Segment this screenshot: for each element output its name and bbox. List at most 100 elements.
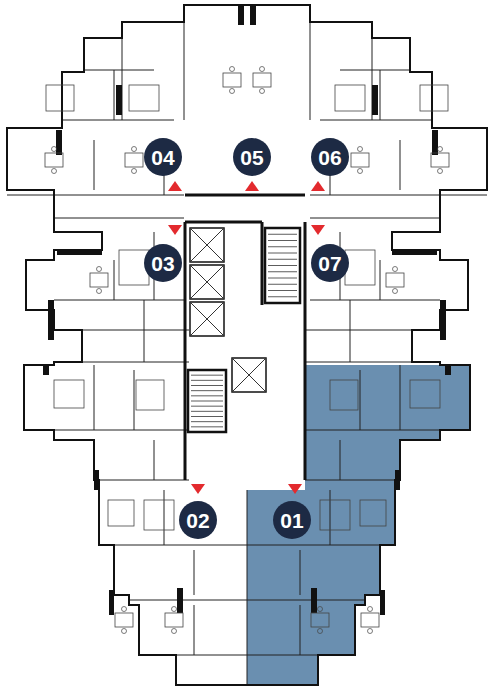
walls	[7, 22, 487, 685]
partition-wall	[247, 545, 395, 546]
table	[45, 153, 63, 167]
elevator	[190, 228, 224, 262]
partition-wall	[310, 300, 440, 301]
partition-wall	[144, 300, 145, 362]
chair	[132, 147, 137, 152]
wall-accent	[392, 250, 437, 255]
partition-wall	[94, 365, 95, 430]
callout-number: 07	[311, 244, 349, 282]
partition-wall	[300, 605, 301, 655]
partition-wall	[84, 70, 154, 71]
table	[90, 273, 108, 287]
partition-wall	[129, 600, 247, 601]
wall-accent	[57, 250, 102, 255]
wall-accent	[372, 85, 378, 115]
bed	[46, 85, 74, 111]
partition-wall	[54, 430, 189, 431]
wall-accent	[177, 588, 183, 613]
bed	[410, 380, 440, 408]
callout-label: 06	[318, 147, 341, 168]
partition-wall	[54, 218, 184, 219]
partition-wall	[400, 140, 401, 190]
partition-wall	[82, 330, 189, 331]
core	[185, 195, 305, 480]
wall-accent	[395, 470, 400, 490]
partition-wall	[305, 430, 440, 431]
table	[115, 613, 133, 627]
wall-accent	[380, 590, 385, 615]
chair	[393, 289, 398, 294]
partition-wall	[184, 22, 185, 120]
callout-number: 06	[311, 138, 349, 176]
entrance-arrow	[191, 484, 205, 494]
callout-number: 04	[144, 138, 182, 176]
core-wall	[185, 221, 262, 224]
entrance-arrow	[168, 225, 182, 235]
bed	[144, 500, 174, 530]
partition-wall	[62, 120, 174, 121]
callout-number: 03	[144, 244, 182, 282]
partition-wall	[340, 440, 341, 480]
partition-wall	[7, 195, 184, 196]
building-ground	[7, 5, 487, 685]
bed	[330, 380, 358, 410]
callout-label: 02	[186, 510, 209, 531]
wall-accent	[311, 588, 317, 613]
chair	[260, 89, 265, 94]
table	[386, 273, 404, 287]
bed	[54, 380, 84, 408]
entrance-arrow	[245, 181, 259, 191]
bed	[335, 85, 365, 111]
partition-wall	[305, 480, 400, 481]
bed	[420, 85, 448, 111]
wall-accent	[56, 130, 62, 155]
chair	[122, 629, 127, 634]
partition-wall	[340, 70, 410, 71]
chair	[358, 169, 363, 174]
entrance-arrow	[311, 181, 325, 191]
chair	[230, 67, 235, 72]
partition-wall	[164, 490, 165, 545]
chair	[260, 67, 265, 72]
table	[431, 153, 449, 167]
partition-wall	[305, 330, 412, 331]
chair	[97, 267, 102, 272]
entrance-arrow	[288, 484, 302, 494]
partition-wall	[134, 370, 135, 430]
chair	[97, 289, 102, 294]
wall-accent	[43, 365, 49, 375]
chair	[438, 169, 443, 174]
bed	[136, 380, 164, 410]
bed	[108, 500, 134, 526]
chair	[122, 607, 127, 612]
elevator	[190, 265, 224, 299]
entrance-arrow	[168, 181, 182, 191]
partition-wall	[300, 550, 301, 595]
partition-wall	[194, 605, 195, 655]
unit-highlight	[247, 365, 493, 687]
table	[351, 153, 369, 167]
partition-wall	[380, 260, 381, 300]
core-wall	[261, 222, 264, 305]
core-wall	[304, 222, 307, 480]
partition-wall	[400, 365, 401, 430]
bed	[129, 85, 159, 111]
partition-wall	[330, 490, 331, 545]
chair	[132, 169, 137, 174]
partition-wall	[194, 550, 195, 595]
bed	[320, 500, 350, 530]
bed	[345, 250, 375, 285]
core-wall	[185, 194, 305, 197]
partition-wall	[360, 370, 361, 430]
partition-wall	[94, 480, 189, 481]
partition-wall	[310, 195, 487, 196]
partition-wall	[94, 140, 95, 190]
chair	[318, 607, 323, 612]
wall-accent	[250, 5, 256, 25]
callout-label: 05	[240, 147, 263, 168]
chair	[172, 629, 177, 634]
chair	[358, 147, 363, 152]
wall-accent	[116, 85, 122, 115]
